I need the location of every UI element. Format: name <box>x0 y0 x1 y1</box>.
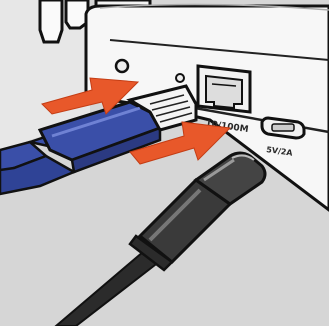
ethernet-port-icon <box>198 66 250 112</box>
usb-port-icon <box>262 118 304 138</box>
indicator-led-icon <box>176 74 184 82</box>
reset-button-icon <box>116 60 128 72</box>
